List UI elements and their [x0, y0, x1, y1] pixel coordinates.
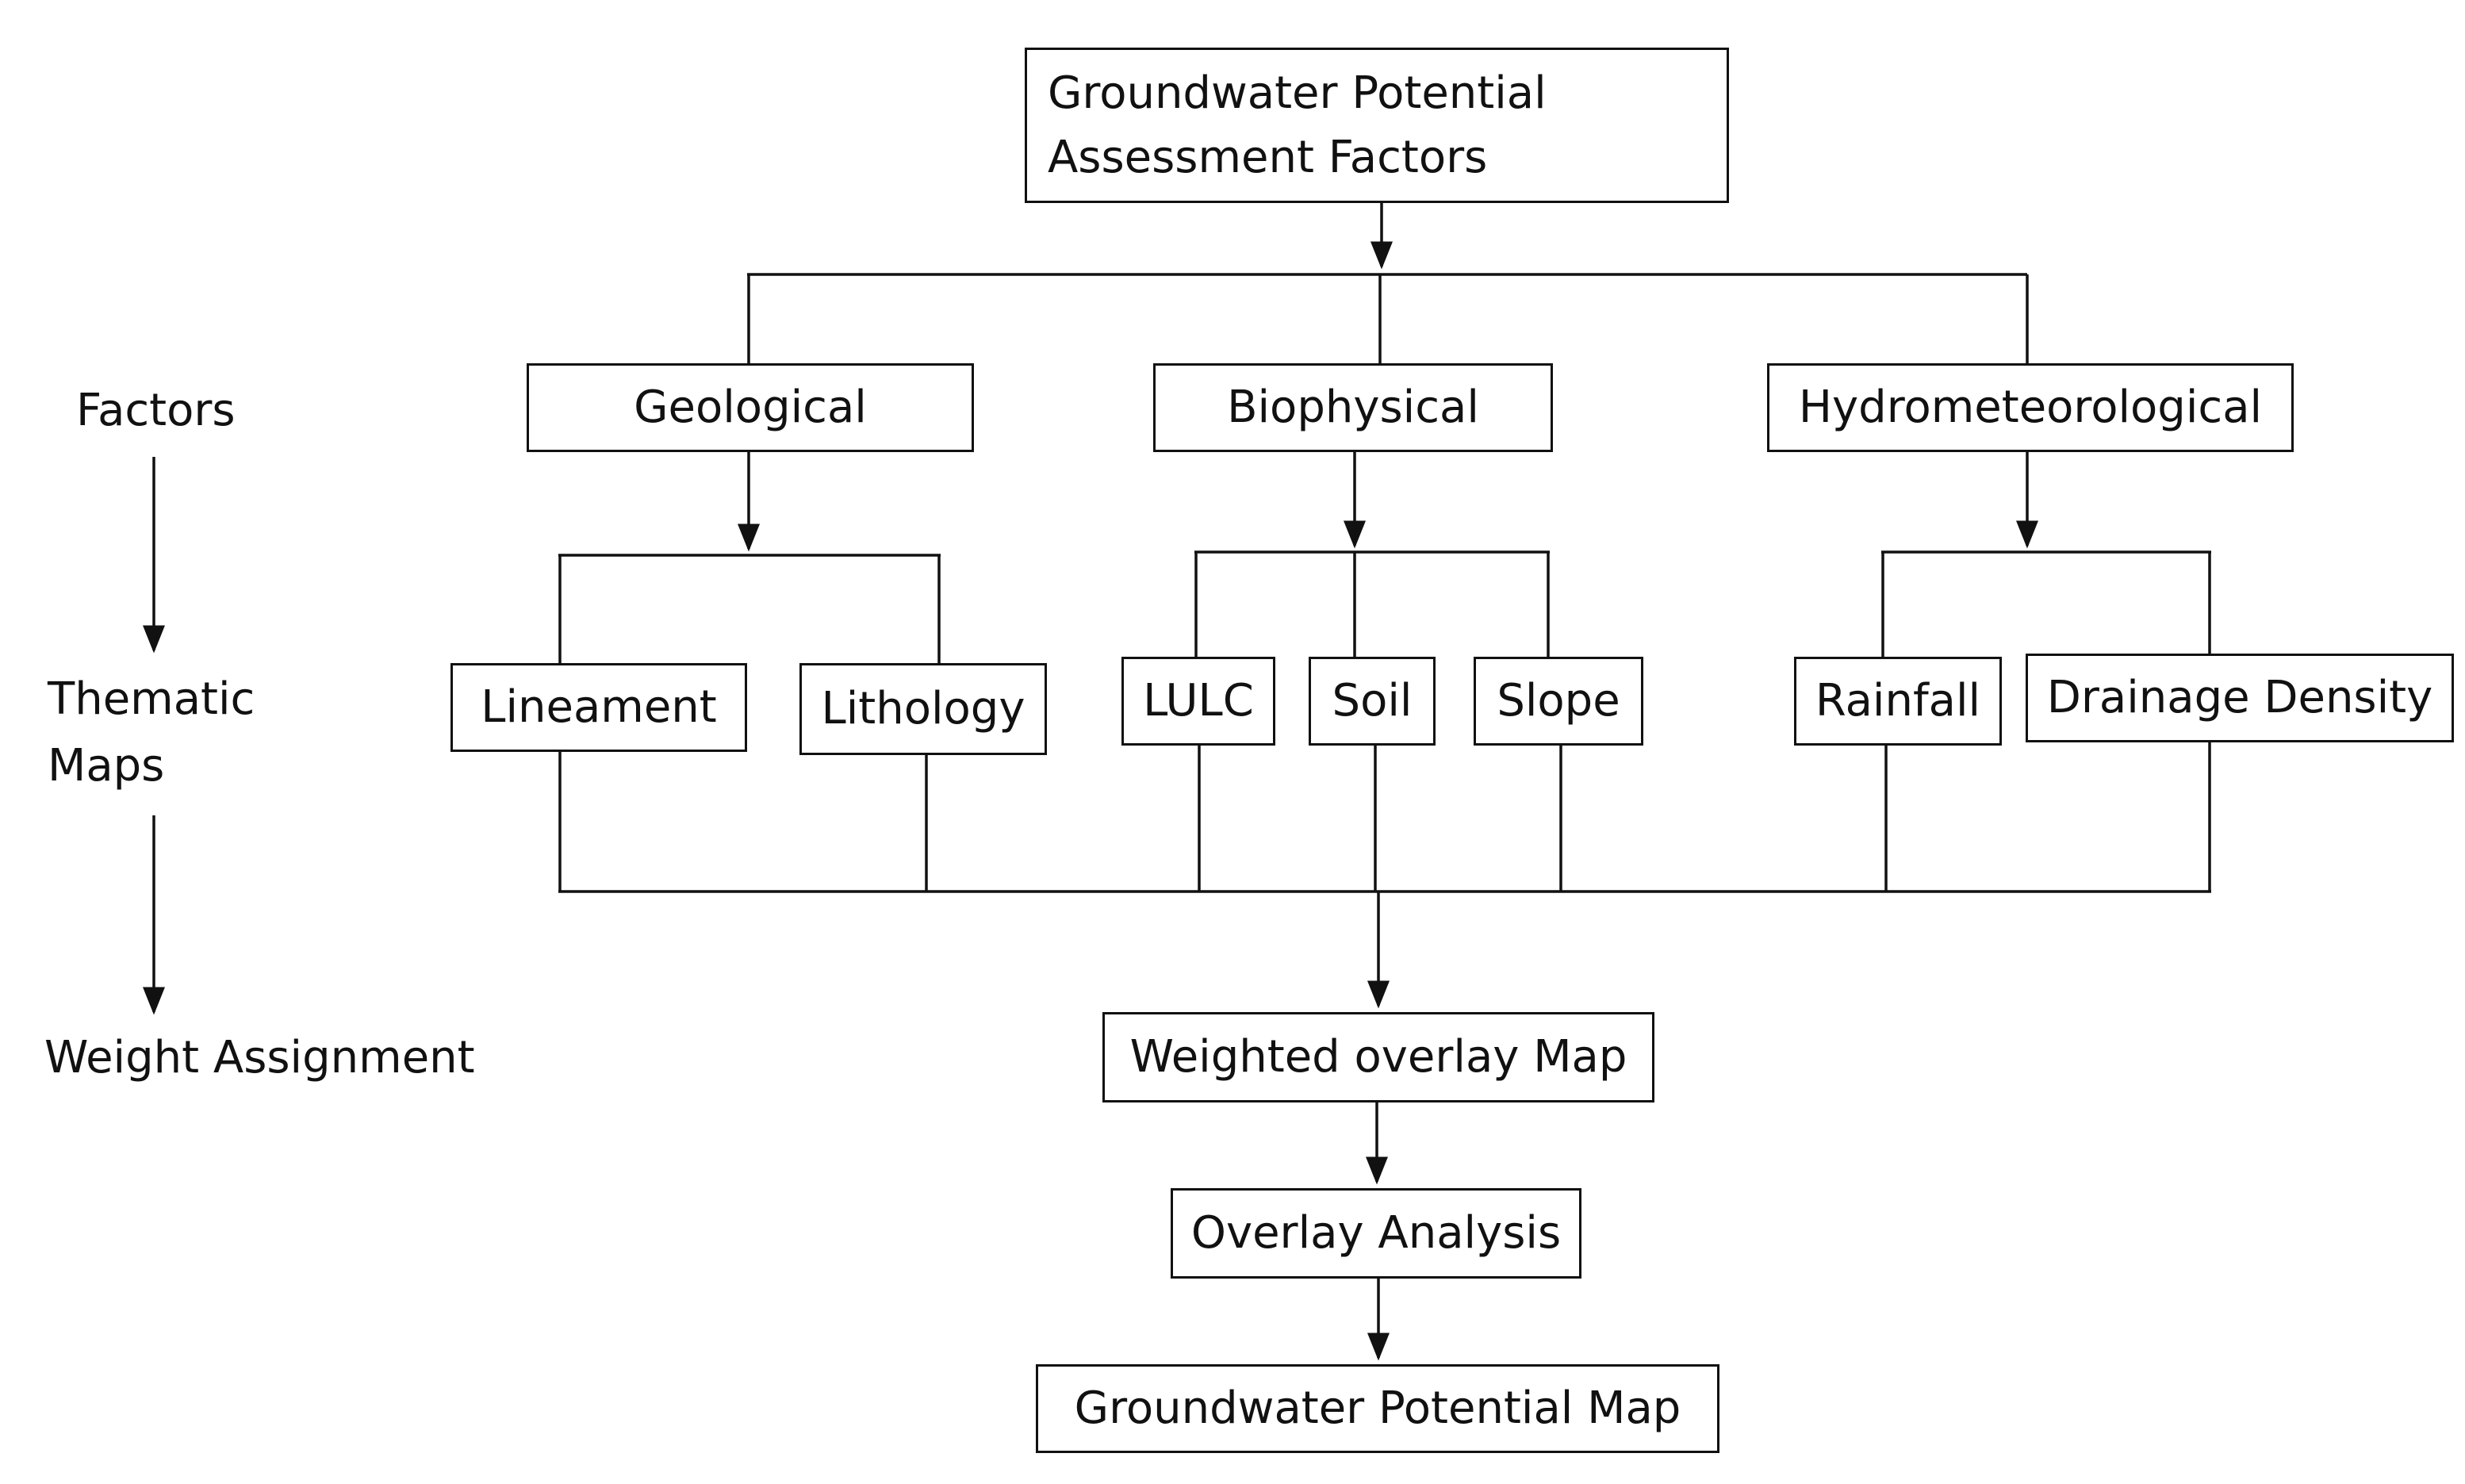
slope-node: Slope — [1474, 657, 1643, 746]
stage-label-thematic-maps: Thematic Maps — [48, 666, 255, 800]
weighted-overlay-map-node: Weighted overlay Map — [1102, 1012, 1654, 1102]
root-node-line1: Groundwater Potential — [1048, 67, 1547, 119]
stage-label-factors: Factors — [76, 385, 236, 436]
overlay-analysis-node: Overlay Analysis — [1171, 1188, 1581, 1279]
root-node-line2: Assessment Factors — [1048, 132, 1488, 184]
lithology-node: Lithology — [799, 663, 1047, 755]
soil-node: Soil — [1309, 657, 1436, 746]
lineament-node: Lineament — [450, 663, 747, 752]
groundwater-potential-map-node: Groundwater Potential Map — [1036, 1364, 1719, 1453]
geological-node: Geological — [527, 363, 974, 452]
stage-label-thematic-line2: Maps — [48, 740, 165, 792]
root-node: Groundwater Potential Assessment Factors — [1025, 48, 1729, 203]
stage-label-weight-assignment: Weight Assignment — [44, 1032, 475, 1083]
hydrometeorological-node: Hydrometeorological — [1767, 363, 2294, 452]
lulc-node: LULC — [1121, 657, 1275, 746]
drainage-density-node: Drainage Density — [2026, 654, 2454, 742]
rainfall-node: Rainfall — [1794, 657, 2002, 746]
stage-label-thematic-line1: Thematic — [48, 673, 255, 725]
biophysical-node: Biophysical — [1153, 363, 1553, 452]
